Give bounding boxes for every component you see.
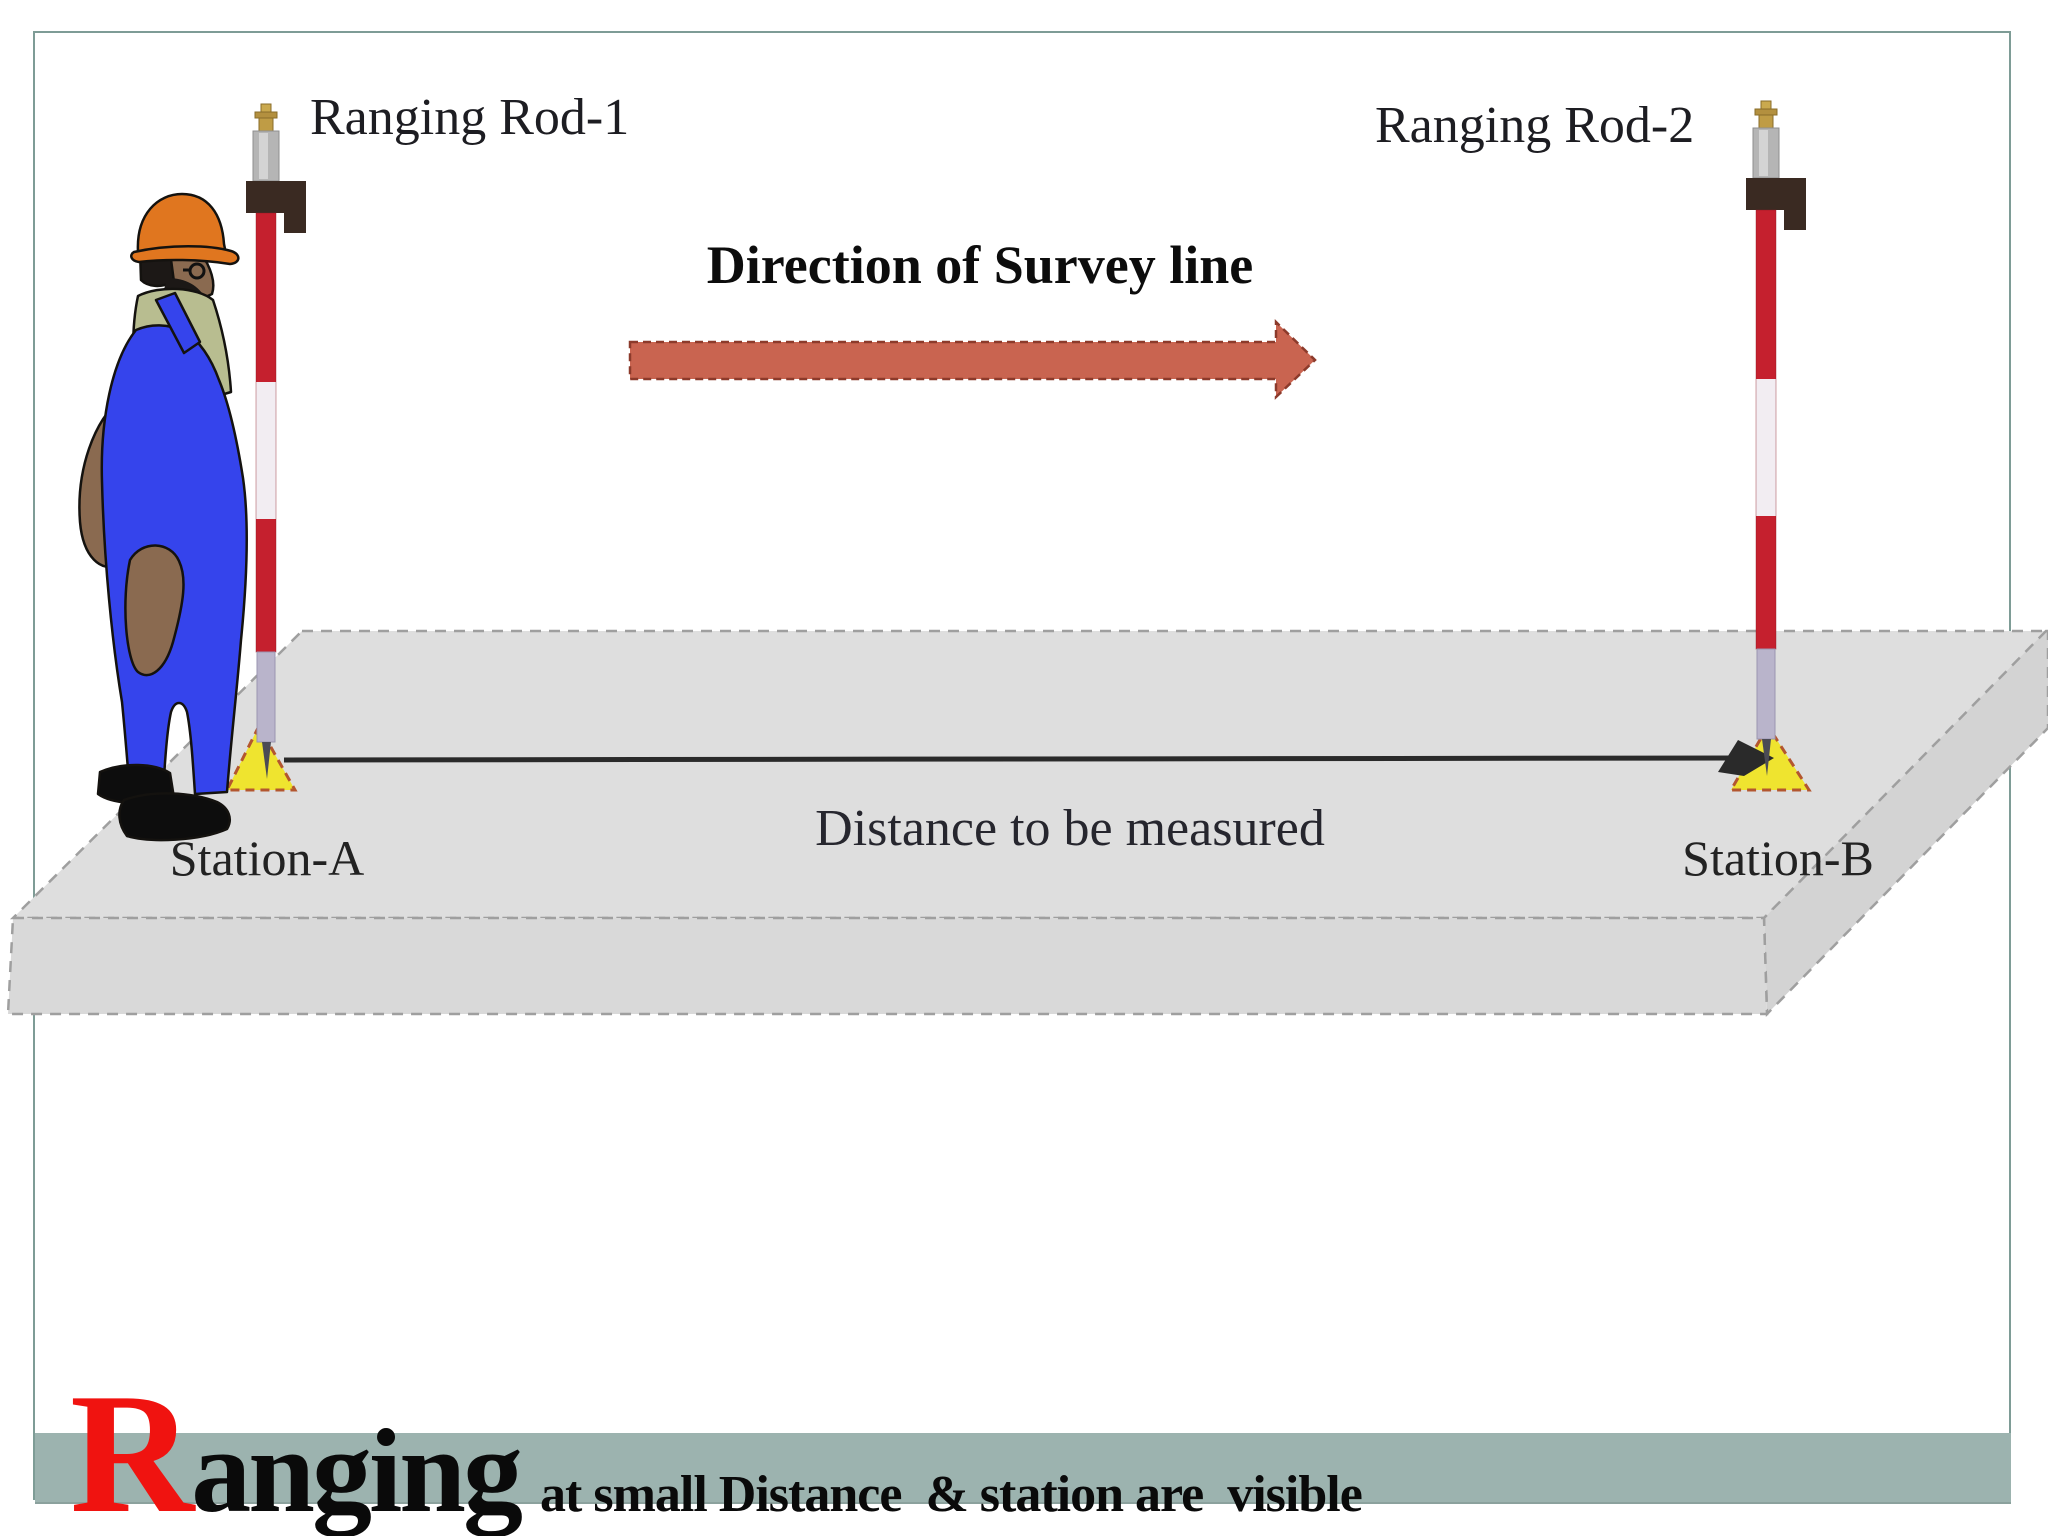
distance-label: Distance to be measured <box>815 800 1325 857</box>
caption-subtitle: at small Distance & station are visible <box>540 1466 1363 1523</box>
hard-hat-icon <box>136 192 228 256</box>
survey-line <box>283 740 1774 776</box>
surveyor-front-arm <box>124 544 185 677</box>
station-a-label: Station-A <box>169 830 365 886</box>
bottom-banner <box>35 1433 2011 1504</box>
overalls-strap <box>154 291 202 355</box>
survey-line-arrowhead-icon <box>1718 740 1774 776</box>
ranging-rod-2-label: Ranging Rod-2 <box>1375 97 1695 154</box>
glasses-icon <box>183 262 206 280</box>
surveyor-front-shoe <box>118 792 231 842</box>
platform-front-face <box>6 916 1769 1016</box>
surveyor-figure <box>78 192 248 842</box>
direction-arrow-icon <box>628 319 1317 400</box>
caption-word-rest: anging <box>191 1404 523 1536</box>
direction-of-survey-label: Direction of Survey line <box>706 235 1254 295</box>
slide-caption: Ranging at small Distance & station are v… <box>54 1352 1363 1536</box>
caption-initial: R <box>70 1359 194 1536</box>
station-a-marker <box>224 722 298 792</box>
ground-platform <box>6 629 2048 1017</box>
station-b-label: Station-B <box>1682 830 1874 886</box>
hard-hat-brim <box>130 245 240 266</box>
ranging-rod-1-label: Ranging Rod-1 <box>310 89 630 146</box>
